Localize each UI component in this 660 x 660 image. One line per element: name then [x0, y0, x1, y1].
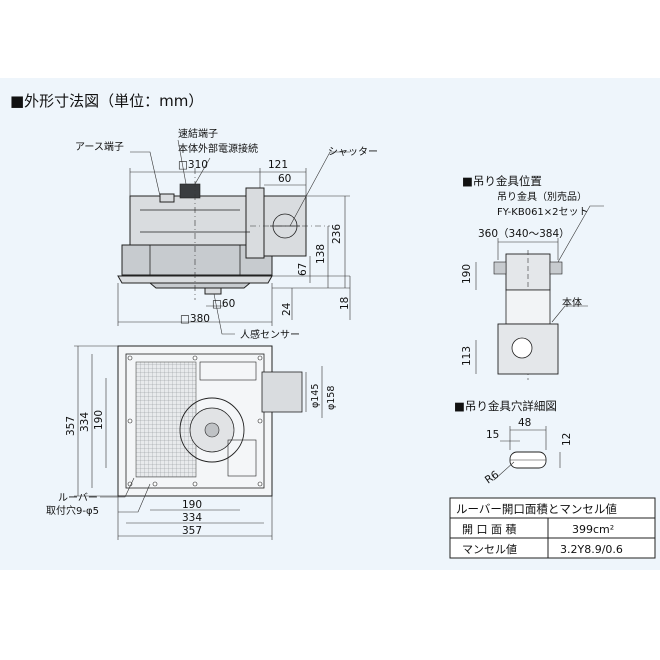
table-row-value: 3.2Y8.9/0.6: [560, 543, 623, 556]
flange-plate: [117, 275, 273, 284]
dim-18: 18: [339, 297, 351, 310]
dim-121: 121: [268, 159, 288, 171]
table-row-value: 399cm²: [572, 523, 614, 536]
page-title: ■外形寸法図（単位：mm）: [10, 92, 203, 110]
hanger-position: ■吊り金具位置 吊り金具（別売品） FY-KB061×2セット 360（340～…: [461, 174, 604, 380]
dim-v334: 334: [79, 412, 91, 432]
dim-h190: 190: [182, 499, 202, 511]
dim-phi145: φ145: [310, 384, 321, 408]
mount-hole: [192, 481, 198, 487]
power-connection-label: 本体外部電源接続: [178, 142, 258, 155]
fan-outline: [179, 397, 245, 463]
dim-24: 24: [281, 302, 293, 316]
duct-flange: [245, 187, 265, 259]
hole-title: ■吊り金具穴詳細図: [454, 399, 557, 413]
louver-label: ルーバー: [58, 492, 98, 504]
earth-terminal-part: [159, 193, 175, 203]
dim-sq60: □60: [212, 298, 235, 310]
dim-236: 236: [331, 224, 343, 244]
dim-v357: 357: [65, 416, 77, 436]
duct-plan: [261, 371, 303, 413]
dim-sq380: □380: [180, 313, 210, 325]
hanger-span: 360（340～384）: [478, 228, 570, 240]
bottom-view: 357 334 190 φ145 φ158 190 334 357 ルーバー 取…: [46, 345, 337, 540]
dim-sq310: □310: [178, 159, 208, 171]
mount-hole: [127, 355, 133, 361]
dim-h357: 357: [182, 525, 202, 537]
connection-terminal-label: 速結端子: [178, 127, 218, 140]
hanger-bracket-left: [493, 261, 507, 275]
hanger-title: ■吊り金具位置: [462, 174, 542, 188]
table-header: ルーバー開口面積とマンセル値: [456, 502, 617, 516]
sensor-bump: [204, 287, 222, 295]
mount-hole: [257, 481, 263, 487]
hole-d48: 48: [518, 417, 531, 429]
dim-67: 67: [297, 263, 309, 276]
shutter-label: シャッター: [328, 146, 378, 158]
dim-phi158: φ158: [326, 386, 337, 410]
dim-v190: 190: [93, 410, 105, 430]
motion-sensor-label: 人感センサー: [240, 328, 300, 341]
dim-h334: 334: [182, 512, 202, 524]
hanger-label-1: 吊り金具（別売品）: [497, 190, 587, 203]
table-row-label: マンセル値: [462, 543, 517, 556]
hole-r6: R6: [483, 468, 502, 486]
hole-d15: 15: [486, 429, 499, 441]
hanger-label-2: FY-KB061×2セット: [497, 206, 589, 218]
mount-hole: [257, 355, 263, 361]
terminal-box: [179, 183, 201, 199]
mount-hole: [152, 481, 158, 487]
dim-138: 138: [315, 244, 327, 264]
mount-hole: [257, 418, 263, 424]
table-row-label: 開 口 面 積: [462, 522, 517, 536]
hanger-bracket-right: [549, 261, 563, 275]
hanger-body-label: 本体: [562, 296, 582, 309]
hole-d12: 12: [561, 433, 573, 446]
mounting-holes-label: 取付穴9-φ5: [46, 504, 99, 517]
louver-grid: [135, 361, 197, 478]
hole-detail: ■吊り金具穴詳細図 48 15 12 R6: [454, 399, 573, 486]
louver-profile: [148, 282, 252, 289]
mount-hole: [127, 418, 133, 424]
earth-terminal-label: アース端子: [75, 140, 124, 153]
dim-60: 60: [278, 173, 291, 185]
hanger-duct-hole: [511, 337, 533, 359]
hanger-d113: 113: [461, 346, 473, 366]
mount-hole: [192, 355, 198, 361]
hanger-d190: 190: [461, 264, 473, 284]
front-view: アース端子 速結端子 本体外部電源接続 シャッター 人感センサー □310 12…: [75, 127, 378, 341]
munsell-table: ルーバー開口面積とマンセル値 開 口 面 積 399cm² マンセル値 3.2Y…: [449, 497, 656, 559]
